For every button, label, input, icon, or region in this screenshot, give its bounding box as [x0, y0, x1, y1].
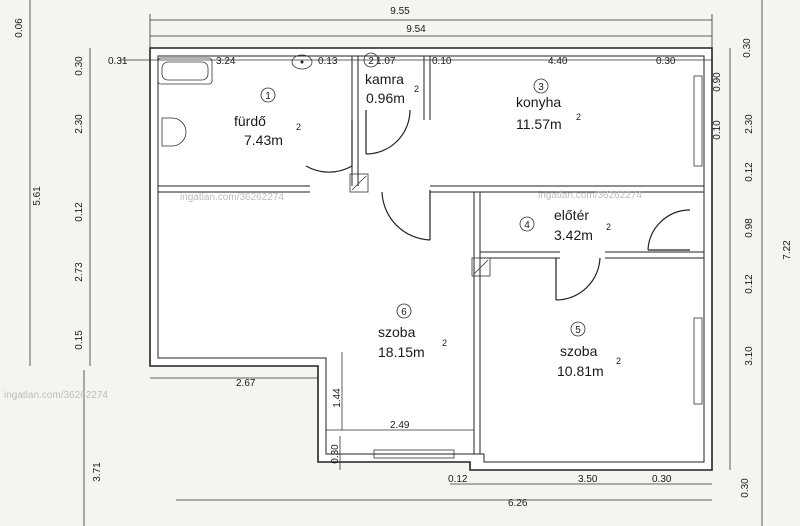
vent-icon — [349, 173, 369, 193]
dim-left-4: 0.12 — [74, 202, 85, 222]
room-number: 3 — [538, 82, 544, 93]
dim-bottom-c: 0.30 — [652, 474, 672, 485]
room-number: 1 — [265, 91, 271, 102]
dim-row-0: 3.24 — [216, 56, 236, 67]
watermark: ingatlan.com/36262274 — [538, 190, 642, 201]
room-6: 6 szoba 18.15m 2 — [378, 303, 447, 360]
dim-left-0: 0.06 — [14, 18, 25, 38]
dim-inner-a: 2.67 — [236, 378, 256, 389]
room-area-sup: 2 — [616, 356, 621, 366]
dim-row-1: 0.13 — [318, 56, 338, 67]
dim-left-1: 0.30 — [74, 56, 85, 76]
dim-row-4: 4.40 — [548, 56, 568, 67]
room-name: szoba — [378, 324, 416, 340]
dim-right-6: 7.22 — [782, 240, 793, 260]
dim-inner-c: 2.49 — [390, 420, 410, 431]
doors — [305, 109, 691, 301]
room-area-sup: 2 — [296, 122, 301, 132]
left-dimensions: 0.06 0.30 2.30 5.61 0.12 2.73 0.15 3.71 — [14, 18, 103, 482]
room-area-sup: 2 — [442, 338, 447, 348]
room-area: 3.42m — [554, 227, 593, 243]
fixtures — [157, 54, 491, 277]
dim-right-3: 0.10 — [712, 120, 723, 140]
room-3: 3 konyha 11.57m 2 — [516, 78, 581, 132]
room-area: 18.15m — [378, 344, 425, 360]
room-number: 6 — [401, 307, 407, 318]
room-area: 0.96m — [366, 90, 405, 106]
room-area: 11.57m — [516, 116, 562, 132]
room-area: 7.43m — [244, 132, 283, 148]
dim-row-3: 0.10 — [432, 56, 452, 67]
room-name: előtér — [554, 207, 589, 223]
room-name: fürdő — [234, 113, 266, 129]
dim-inner-b: 1.44 — [332, 388, 343, 408]
window-room5 — [693, 317, 703, 405]
window-room6 — [373, 449, 455, 459]
room-name: szoba — [560, 343, 598, 359]
dim-right-1: 0.90 — [712, 72, 723, 92]
room-2: 2 kamra 0.96m 2 — [363, 52, 419, 106]
room-area-sup: 2 — [414, 84, 419, 94]
room-number: 2 — [368, 56, 374, 67]
room-5: 5 szoba 10.81m 2 — [557, 321, 621, 379]
window-kitchen — [693, 75, 703, 167]
dim-bottom-a: 0.12 — [448, 474, 468, 485]
dim-left-5: 2.73 — [74, 262, 85, 282]
room-number: 4 — [524, 220, 530, 231]
room-name: kamra — [365, 71, 404, 87]
room-number: 5 — [575, 325, 581, 336]
dim-bottom-d: 6.26 — [508, 498, 528, 509]
watermark: ingatlan.com/36262274 — [180, 192, 284, 203]
sink-icon — [291, 54, 313, 70]
watermark: ingatlan.com/36262274 — [4, 390, 108, 401]
inner-dimensions: 2.67 1.44 2.49 0.30 0.12 3.50 0.30 6.26 — [236, 378, 672, 509]
vent-icon — [471, 257, 491, 277]
dim-right-8: 3.10 — [744, 346, 755, 366]
dim-left-3: 5.61 — [32, 186, 43, 206]
dim-right-2: 2.30 — [744, 114, 755, 134]
dim-overall-a: 9.55 — [390, 6, 410, 17]
bathtub-icon — [157, 57, 213, 85]
room-1: 1 fürdő 7.43m 2 — [234, 87, 301, 148]
walls — [149, 47, 713, 471]
dim-inner-d: 0.30 — [330, 444, 341, 464]
dim-right-0: 0.30 — [742, 38, 753, 58]
room-name: konyha — [516, 94, 561, 110]
dim-bottom-b: 3.50 — [578, 474, 598, 485]
dim-row-2: 1.07 — [376, 56, 396, 67]
right-dimensions: 0.30 0.90 2.30 0.10 0.12 0.98 7.22 0.12 … — [712, 38, 793, 498]
dimension-lines — [29, 0, 763, 526]
dim-left-7: 3.71 — [92, 462, 103, 482]
dim-right-4: 0.12 — [744, 162, 755, 182]
dim-overall-b: 9.54 — [406, 24, 426, 35]
room-area: 10.81m — [557, 363, 604, 379]
dim-row-5: 0.30 — [656, 56, 676, 67]
dim-right-9: 0.30 — [740, 478, 751, 498]
dim-left-offset: 0.31 — [108, 56, 128, 67]
room-area-sup: 2 — [606, 222, 611, 232]
room-4: 4 előtér 3.42m 2 — [519, 207, 611, 243]
toilet-icon — [161, 117, 187, 147]
dim-right-7: 0.12 — [744, 274, 755, 294]
dim-left-2: 2.30 — [74, 114, 85, 134]
dim-right-5: 0.98 — [744, 218, 755, 238]
top-dimensions: 9.55 9.54 0.31 3.24 0.13 1.07 0.10 4.40 … — [108, 6, 676, 67]
dim-left-6: 0.15 — [74, 330, 85, 350]
watermarks: ingatlan.com/36262274 ingatlan.com/36262… — [4, 190, 642, 401]
room-area-sup: 2 — [576, 112, 581, 122]
